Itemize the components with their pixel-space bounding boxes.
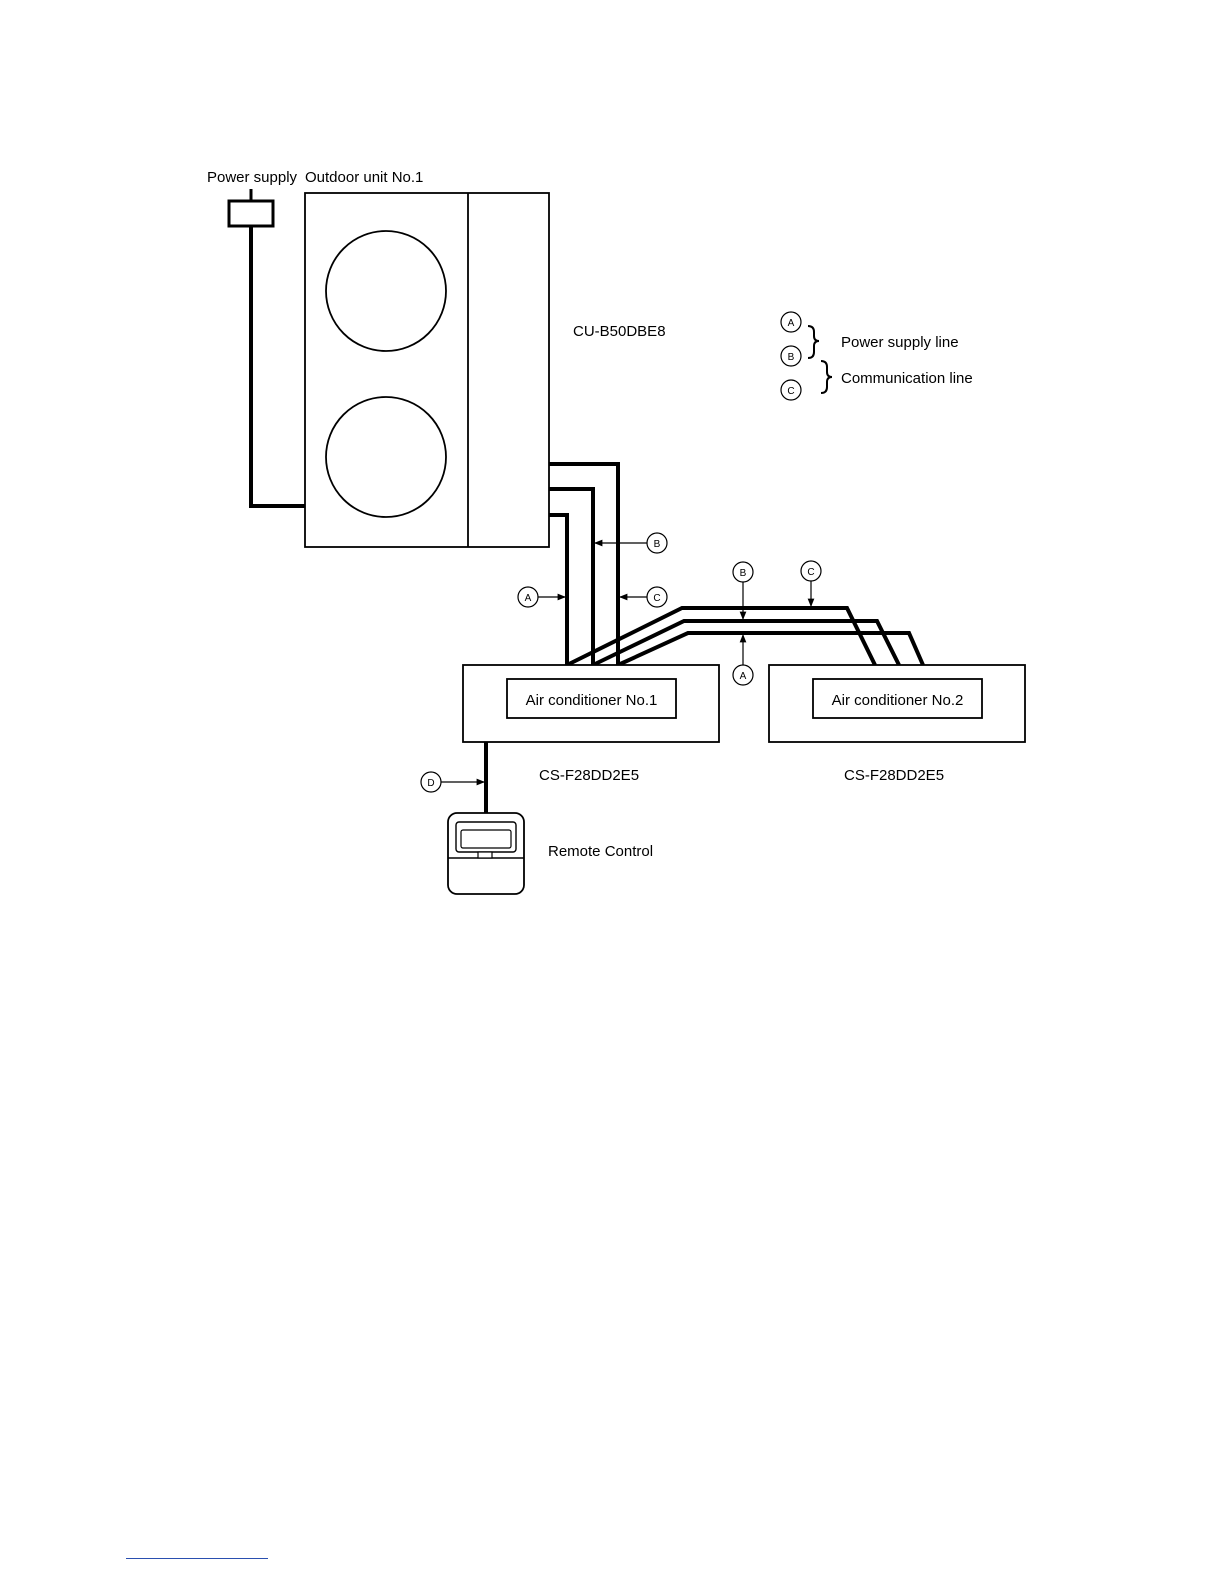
legend-brace-communication (821, 361, 832, 393)
svg-text:A: A (740, 671, 747, 682)
marker-d: D (421, 772, 485, 792)
ac2-label: Air conditioner No.2 (832, 692, 964, 709)
power-supply-plug (229, 189, 273, 226)
marker-a-horizontal: A (733, 634, 753, 685)
outdoor-model-label: CU-B50DBE8 (573, 323, 666, 340)
ac1-label: Air conditioner No.1 (526, 692, 658, 709)
footer-rule (126, 1558, 268, 1559)
remote-control-label: Remote Control (548, 843, 653, 860)
marker-b-horizontal: B (733, 562, 753, 620)
marker-c-vertical: C (619, 587, 667, 607)
ac1-model-label: CS-F28DD2E5 (539, 767, 639, 784)
outdoor-to-ac1-cables (549, 464, 618, 665)
outdoor-unit (305, 193, 549, 547)
ac2-model-label: CS-F28DD2E5 (844, 767, 944, 784)
legend-communication-line: Communication line (841, 370, 973, 387)
svg-text:A: A (525, 593, 532, 604)
svg-text:B: B (654, 539, 661, 550)
svg-text:D: D (427, 778, 434, 789)
marker-c-horizontal: C (801, 561, 821, 607)
svg-text:B: B (740, 568, 747, 579)
legend-brace-power (808, 326, 819, 358)
remote-control (448, 813, 524, 894)
legend-marker-a: A (788, 318, 795, 329)
legend: A B C Power supply line Communication li… (781, 312, 973, 400)
air-conditioner-1: Air conditioner No.1 (463, 665, 719, 742)
legend-marker-c: C (787, 386, 794, 397)
marker-a-vertical: A (518, 587, 566, 607)
outdoor-fan-top (326, 231, 446, 351)
power-supply-label: Power supply (207, 169, 298, 186)
ac1-to-ac2-cables (567, 608, 923, 665)
legend-marker-b: B (788, 352, 795, 363)
outdoor-unit-label: Outdoor unit No.1 (305, 169, 423, 186)
svg-text:C: C (653, 593, 660, 604)
legend-power-supply-line: Power supply line (841, 334, 959, 351)
svg-text:C: C (807, 567, 814, 578)
marker-b-vertical: B (594, 533, 667, 553)
power-supply-cable (251, 226, 306, 506)
air-conditioner-2: Air conditioner No.2 (769, 665, 1025, 742)
outdoor-fan-bottom (326, 397, 446, 517)
